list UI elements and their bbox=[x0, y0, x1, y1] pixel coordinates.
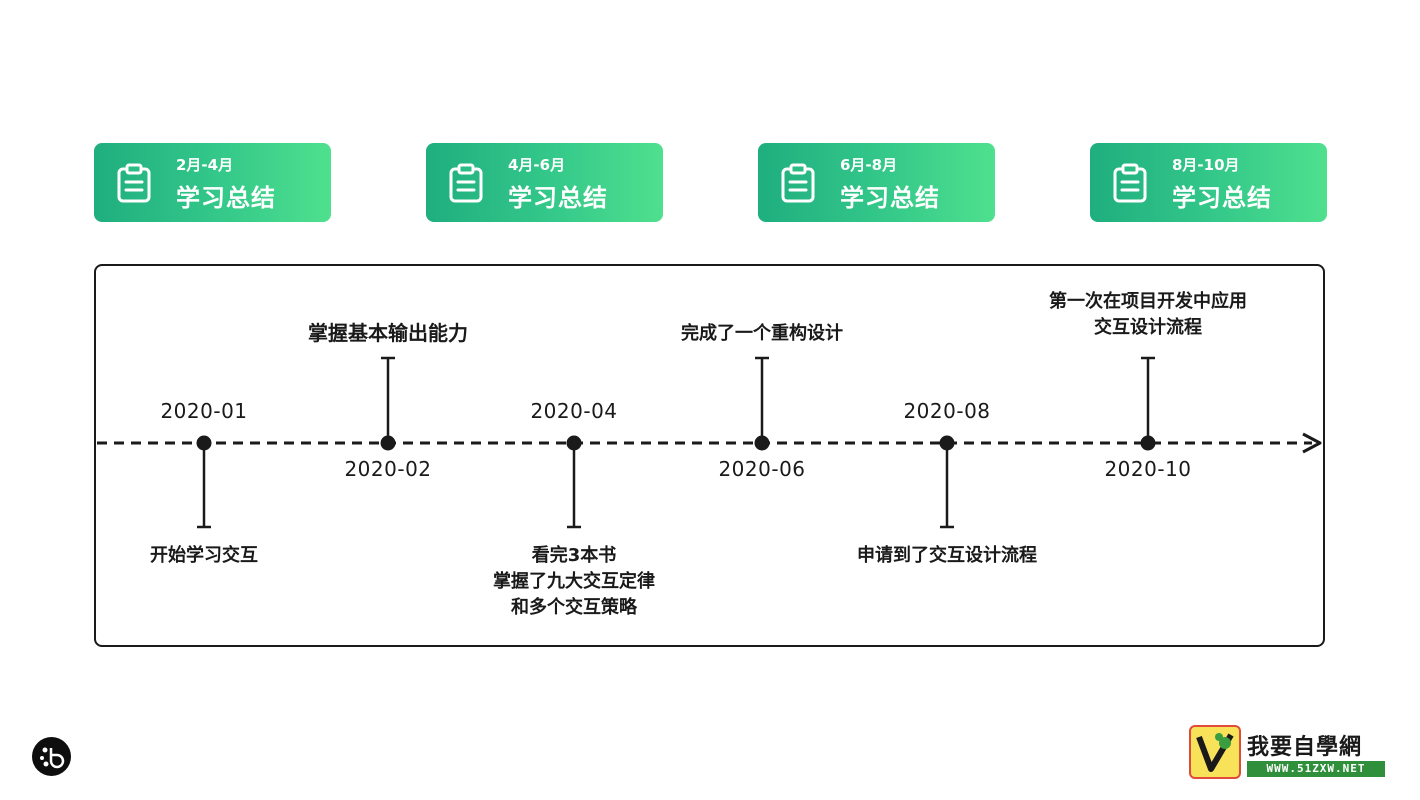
period-card: 6月-8月 学习总结 bbox=[758, 143, 995, 222]
period-card: 2月-4月 学习总结 bbox=[94, 143, 331, 222]
watermark-name: 我要自學網 bbox=[1247, 735, 1363, 760]
timeline-date: 2020-04 bbox=[530, 399, 618, 423]
event-label: 掌握基本输出能力 bbox=[308, 321, 468, 345]
event-label: 看完3本书 掌握了九大交互定律 和多个交互策略 bbox=[493, 545, 655, 618]
event-label: 申请到了交互设计流程 bbox=[857, 545, 1037, 566]
site-watermark: 我要自學網 WWW.51ZXW.NET bbox=[1189, 725, 1389, 781]
timeline-node bbox=[754, 435, 770, 451]
timeline-node bbox=[196, 435, 212, 451]
clipboard-icon bbox=[781, 163, 815, 203]
timeline-node bbox=[380, 435, 396, 451]
period-card: 4月-6月 学习总结 bbox=[426, 143, 663, 222]
timeline-node bbox=[566, 435, 582, 451]
timeline-date: 2020-08 bbox=[903, 399, 991, 423]
clipboard-icon bbox=[1113, 163, 1147, 203]
timeline-date: 2020-02 bbox=[344, 457, 432, 481]
watermark-logo-icon bbox=[1189, 725, 1241, 779]
clipboard-icon bbox=[449, 163, 483, 203]
bubble-logo-icon bbox=[32, 737, 71, 776]
card-range: 8月-10月 bbox=[1172, 156, 1240, 174]
card-range: 2月-4月 bbox=[176, 156, 234, 174]
timeline-node bbox=[1140, 435, 1156, 451]
card-title: 学习总结 bbox=[176, 184, 276, 212]
timeline-date: 2020-01 bbox=[160, 399, 248, 423]
timeline-frame bbox=[94, 264, 1325, 647]
period-card: 8月-10月 学习总结 bbox=[1090, 143, 1327, 222]
timeline-date: 2020-06 bbox=[718, 457, 806, 481]
card-title: 学习总结 bbox=[508, 184, 608, 212]
event-label: 开始学习交互 bbox=[150, 545, 258, 566]
card-title: 学习总结 bbox=[1172, 184, 1272, 212]
card-range: 4月-6月 bbox=[508, 156, 566, 174]
card-range: 6月-8月 bbox=[840, 156, 898, 174]
event-label: 第一次在项目开发中应用 交互设计流程 bbox=[1049, 291, 1247, 338]
clipboard-icon bbox=[117, 163, 151, 203]
timeline-date: 2020-10 bbox=[1104, 457, 1192, 481]
timeline-node bbox=[939, 435, 955, 451]
timeline-arrowhead bbox=[1302, 432, 1322, 454]
event-label: 完成了一个重构设计 bbox=[681, 323, 843, 344]
card-title: 学习总结 bbox=[840, 184, 940, 212]
watermark-url: WWW.51ZXW.NET bbox=[1247, 761, 1385, 777]
